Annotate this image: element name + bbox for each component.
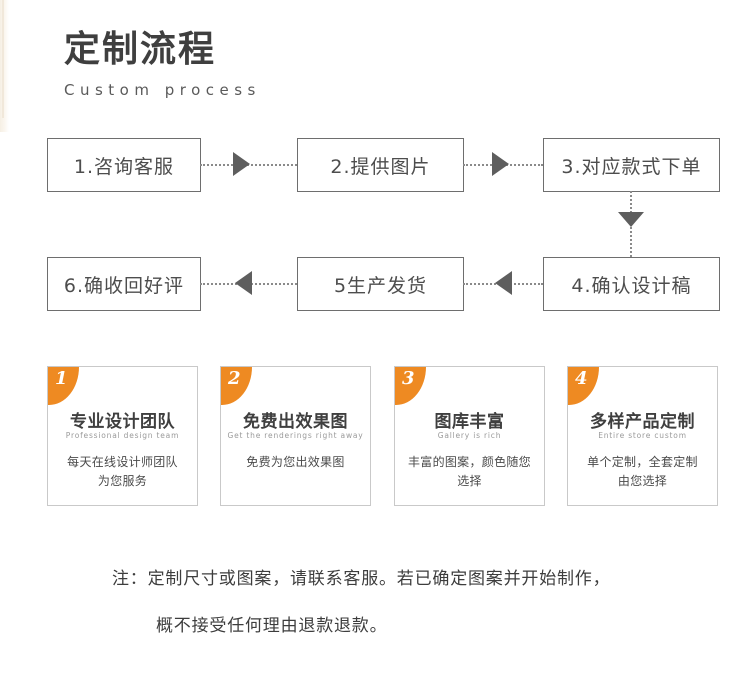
card-title-3: 图库丰富 [434,412,505,432]
card-description-4: 单个定制，全套定制由您选择 [587,455,698,488]
card-number-badge-3: 3 [395,367,426,405]
connector-line-3-4 [630,191,632,257]
card-subtitle-en-4: Entire store custom [598,431,687,440]
card-number-badge-2: 2 [221,367,252,405]
card-description-2: 免费为您出效果图 [246,455,345,469]
left-edge-stripe [0,0,9,132]
flow-step-2[interactable]: 2.提供图片 [297,138,464,192]
card-description-1: 每天在线设计师团队为您服务 [67,455,178,488]
arrow-right-icon-2-3 [492,152,509,176]
feature-card-2[interactable]: 2 免费出效果图 Get the renderings right away 免… [220,366,371,506]
card-title-4: 多样产品定制 [590,412,695,432]
page-title: 定制流程 [64,29,217,70]
flow-step-3[interactable]: 3.对应款式下单 [543,138,720,192]
card-number-badge-4: 4 [568,367,599,405]
flow-step-1[interactable]: 1.咨询客服 [47,138,201,192]
card-number-badge-1: 1 [48,367,79,405]
card-subtitle-en-3: Gallery is rich [437,431,502,440]
connector-line-1-2 [200,164,297,166]
footer-note: 注：定制尺寸或图案，请联系客服。若已确定图案并开始制作， 概不接受任何理由退款退… [112,556,682,650]
connector-line-5-6 [200,283,297,285]
card-subtitle-en-2: Get the renderings right away [227,431,364,440]
feature-card-list: 1 专业设计团队 Professional design team 每天在线设计… [0,366,750,508]
arrow-left-icon-4-5 [495,271,512,295]
card-description-3: 丰富的图案，颜色随您选择 [407,455,531,488]
flow-step-5[interactable]: 5生产发货 [297,257,464,311]
footer-note-line-1: 注：定制尺寸或图案，请联系客服。若已确定图案并开始制作， [112,569,611,589]
connector-line-4-5 [463,283,543,285]
flow-step-6[interactable]: 6.确收回好评 [47,257,201,311]
connector-line-2-3 [463,164,543,166]
card-subtitle-en-1: Professional design team [65,431,180,440]
card-title-1: 专业设计团队 [70,412,175,432]
left-edge-stripe-inner [2,0,4,118]
card-title-2: 免费出效果图 [243,412,348,432]
feature-card-3[interactable]: 3 图库丰富 Gallery is rich 丰富的图案，颜色随您选择 [394,366,545,506]
flow-step-4[interactable]: 4.确认设计稿 [543,257,720,311]
page-subtitle: Custom process [64,81,261,99]
page-header: 定制流程 Custom process [64,28,261,99]
footer-note-line-2: 概不接受任何理由退款退款。 [156,616,388,636]
arrow-down-icon-3-4 [618,212,644,227]
arrow-right-icon-1-2 [233,152,250,176]
arrow-left-icon-5-6 [235,271,252,295]
feature-card-4[interactable]: 4 多样产品定制 Entire store custom 单个定制，全套定制由您… [567,366,718,506]
feature-card-1[interactable]: 1 专业设计团队 Professional design team 每天在线设计… [47,366,198,506]
